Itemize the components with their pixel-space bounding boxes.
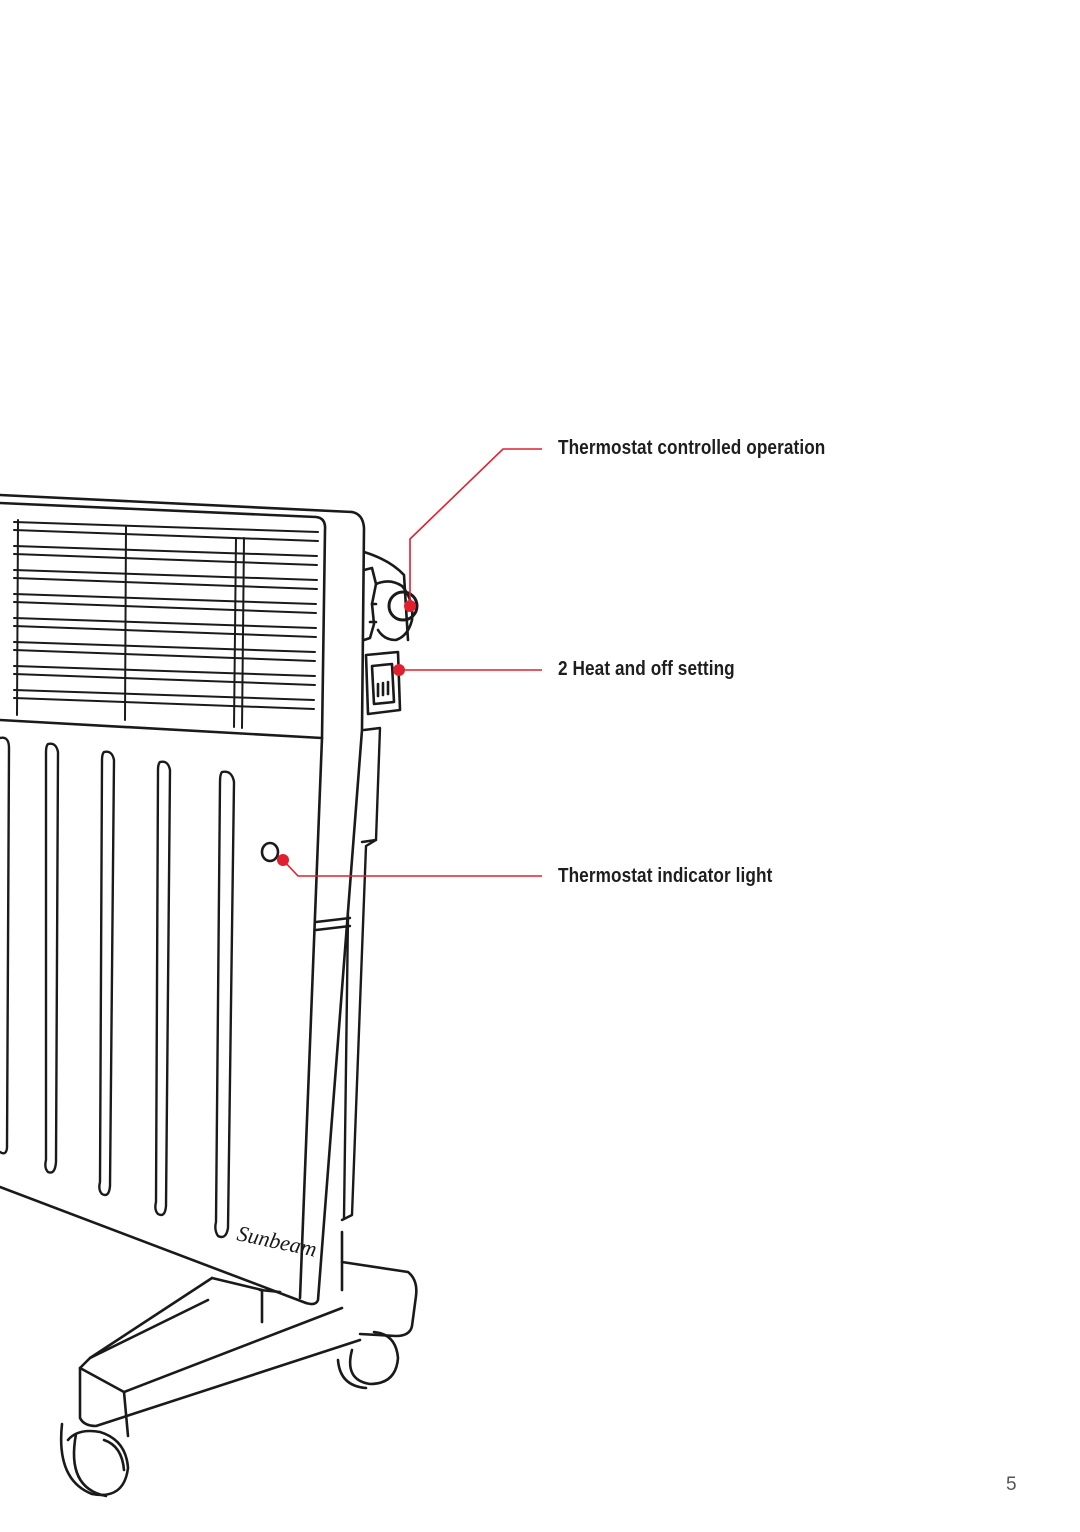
- callout-dot-thermostat: [404, 600, 416, 612]
- svg-text:Sunbeam: Sunbeam: [235, 1220, 319, 1261]
- callout-label-heat-setting: 2 Heat and off setting: [558, 658, 735, 680]
- heater-stand: [59, 1230, 418, 1498]
- callout-dot-indicator: [277, 854, 289, 866]
- side-profile: [314, 726, 382, 1222]
- grille-slats: [13, 519, 319, 729]
- callout-line-indicator: [282, 859, 542, 877]
- sunbeam-logo: Sunbeam: [235, 1220, 319, 1261]
- control-housing: [362, 550, 414, 716]
- thermostat-knob: [387, 590, 419, 622]
- callout-dot-heat-setting: [393, 664, 405, 676]
- callout-lines: [282, 448, 542, 877]
- callout-dots: [277, 600, 416, 866]
- callout-label-indicator-light: Thermostat indicator light: [558, 865, 773, 887]
- page-number: 5: [1006, 1474, 1017, 1495]
- heater-panel: [0, 493, 366, 1306]
- callout-line-thermostat: [409, 448, 542, 606]
- indicator-light: [260, 841, 280, 863]
- callout-label-thermostat: Thermostat controlled operation: [558, 437, 826, 459]
- front-fins: [0, 736, 236, 1239]
